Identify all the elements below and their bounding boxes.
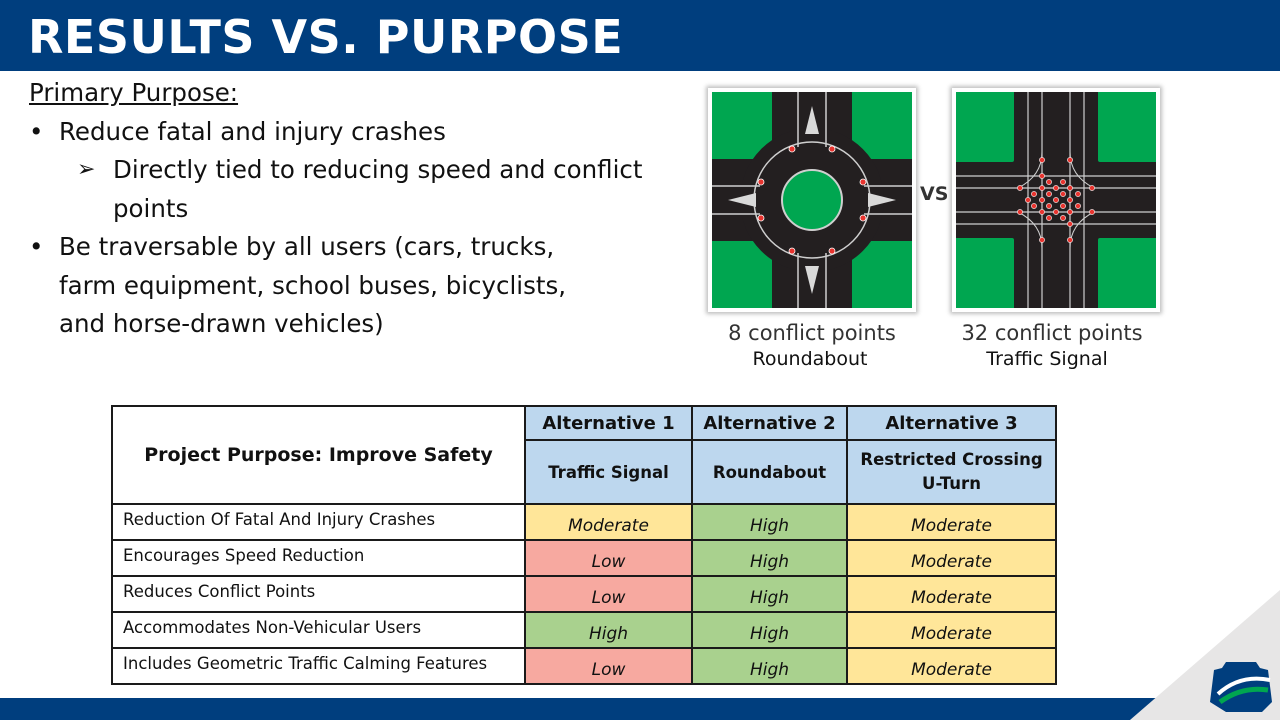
roundabout-illustration — [712, 92, 912, 308]
bullet-text: Be traversable by all users (cars, truck… — [59, 232, 567, 338]
roundabout-label: Roundabout — [752, 348, 868, 370]
criterion-label: Encourages Speed Reduction — [111, 539, 526, 577]
roundabout-conflict-caption: 8 conflict points — [728, 321, 896, 345]
alt3-header: Alternative 3 — [846, 405, 1057, 441]
rating-cell: High — [691, 611, 848, 649]
criterion-label: Reduces Conflict Points — [111, 575, 526, 613]
safety-comparison-table: Project Purpose: Improve Safety Alternat… — [111, 405, 1057, 685]
purpose-text: Primary Purpose: Reduce fatal and injury… — [29, 74, 659, 344]
traffic-signal-diagram — [952, 88, 1160, 312]
alt2-type: Roundabout — [691, 439, 848, 505]
table-row: Includes Geometric Traffic Calming Featu… — [111, 647, 1057, 685]
vs-label: VS — [920, 183, 949, 205]
bullet-reduce-crashes: Reduce fatal and injury crashes — [29, 113, 659, 152]
rating-cell: High — [691, 503, 848, 541]
signal-conflict-caption: 32 conflict points — [961, 321, 1143, 345]
alt1-type: Traffic Signal — [524, 439, 693, 505]
rating-cell: Moderate — [846, 503, 1057, 541]
alt1-header: Alternative 1 — [524, 405, 693, 441]
rating-cell: Low — [524, 539, 693, 577]
criterion-label: Accommodates Non-Vehicular Users — [111, 611, 526, 649]
rating-cell: Moderate — [846, 575, 1057, 613]
traffic-signal-illustration — [956, 92, 1156, 308]
slide-title: RESULTS VS. PURPOSE — [28, 10, 624, 64]
rating-cell: Moderate — [524, 503, 693, 541]
rating-cell: High — [691, 647, 848, 685]
title-bar: RESULTS VS. PURPOSE — [0, 0, 1280, 71]
traffic-signal-label: Traffic Signal — [986, 348, 1108, 370]
alt2-header: Alternative 2 — [691, 405, 848, 441]
bullet-traversable: Be traversable by all users (cars, truck… — [29, 228, 659, 344]
rating-cell: Moderate — [846, 539, 1057, 577]
arrow-bullet-icon: ➢ — [77, 157, 96, 182]
penndot-keystone-logo — [1130, 590, 1280, 720]
rating-cell: Low — [524, 647, 693, 685]
bullet-text: Reduce fatal and injury crashes — [59, 116, 446, 146]
purpose-header-cell: Project Purpose: Improve Safety — [111, 405, 526, 505]
rating-cell: High — [691, 575, 848, 613]
rating-cell: High — [691, 539, 848, 577]
primary-purpose-heading: Primary Purpose: — [29, 78, 239, 107]
sub-bullet-speed-conflict: ➢ Directly tied to reducing speed and con… — [29, 151, 659, 228]
criterion-label: Reduction Of Fatal And Injury Crashes — [111, 503, 526, 541]
footer-bar — [0, 698, 1280, 720]
roundabout-diagram — [708, 88, 916, 312]
sub-bullet-text: Directly tied to reducing speed and conf… — [113, 155, 643, 223]
rating-cell: Moderate — [846, 647, 1057, 685]
rating-cell: Moderate — [846, 611, 1057, 649]
rating-cell: High — [524, 611, 693, 649]
alt3-type: Restricted Crossing U-Turn — [846, 439, 1057, 505]
rating-cell: Low — [524, 575, 693, 613]
criterion-label: Includes Geometric Traffic Calming Featu… — [111, 647, 526, 685]
